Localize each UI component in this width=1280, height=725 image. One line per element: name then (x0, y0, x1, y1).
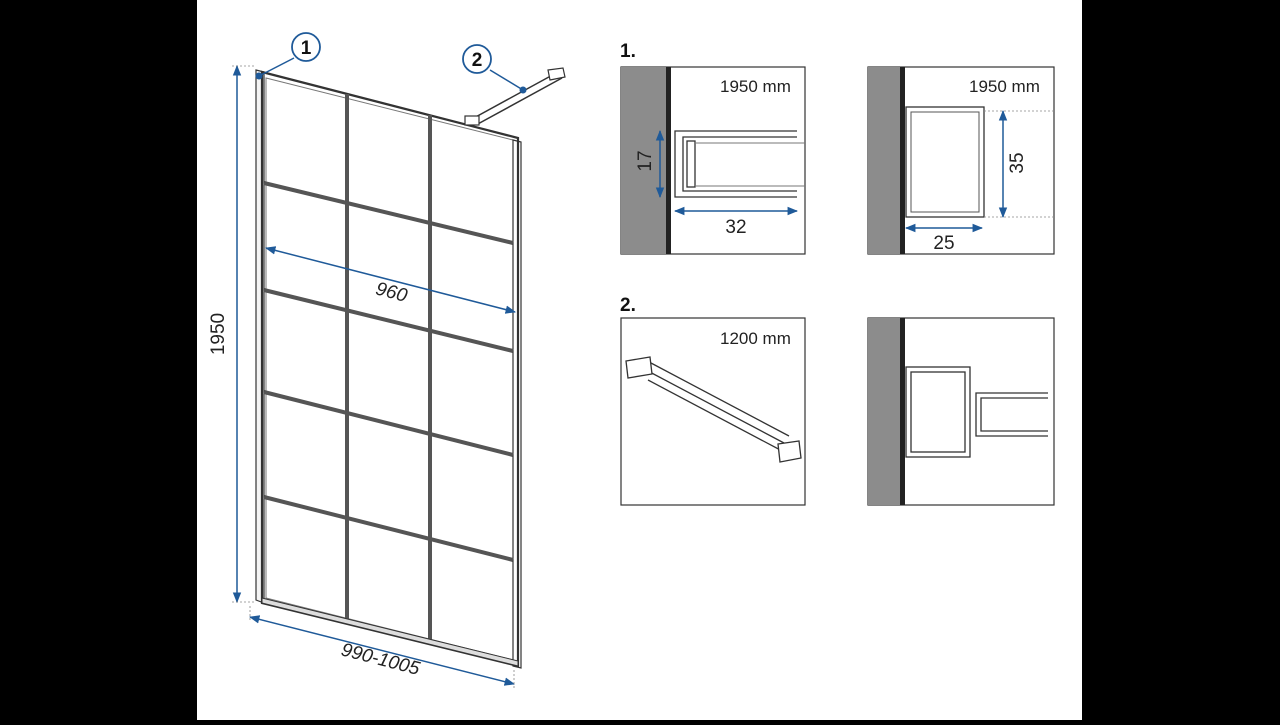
glass-frame (260, 70, 520, 668)
grid-transoms (263, 181, 514, 562)
shower-panel (255, 67, 566, 669)
detail-length-label: 1950 mm (969, 77, 1040, 96)
total-width-label: 990-1005 (339, 639, 422, 680)
detail-length-label: 1200 mm (720, 329, 791, 348)
detail-bar-connection (867, 317, 1055, 506)
callout-label: 2 (472, 50, 483, 71)
section-label-1: 1. (620, 41, 636, 62)
stabilizer-bar (464, 67, 566, 126)
detail-height-label: 17 (635, 150, 656, 171)
callout-1: 1 (255, 32, 321, 80)
detail-stabilizer-bar: 1200 mm (620, 317, 806, 506)
callout-label: 1 (301, 38, 312, 59)
callout-2: 2 (462, 44, 527, 94)
drawing-sheet: 1 2 1950 960 990-1005 1. (197, 0, 1082, 720)
total-width-dimension: 990-1005 (248, 606, 516, 688)
technical-drawing: 1 2 1950 960 990-1005 1. (208, 32, 1055, 688)
detail-wall-profile-front: 1950 mm 35 25 (867, 66, 1055, 255)
detail-wall-profile-side: 1950 mm 17 32 (620, 66, 806, 255)
detail-width-label: 25 (933, 233, 954, 254)
grid-mullions (345, 94, 432, 643)
detail-width-label: 32 (725, 217, 746, 238)
callout-circle (291, 32, 321, 62)
section-label-2: 2. (620, 295, 636, 316)
inner-width-dimension: 960 (264, 246, 517, 314)
glass-inner-frame (265, 77, 514, 661)
height-label: 1950 (208, 313, 229, 355)
callout-circle (462, 44, 492, 74)
edge-profile (512, 139, 522, 669)
detail-height-label: 35 (1007, 152, 1028, 173)
detail-length-label: 1950 mm (720, 77, 791, 96)
height-dimension: 1950 (208, 64, 254, 604)
